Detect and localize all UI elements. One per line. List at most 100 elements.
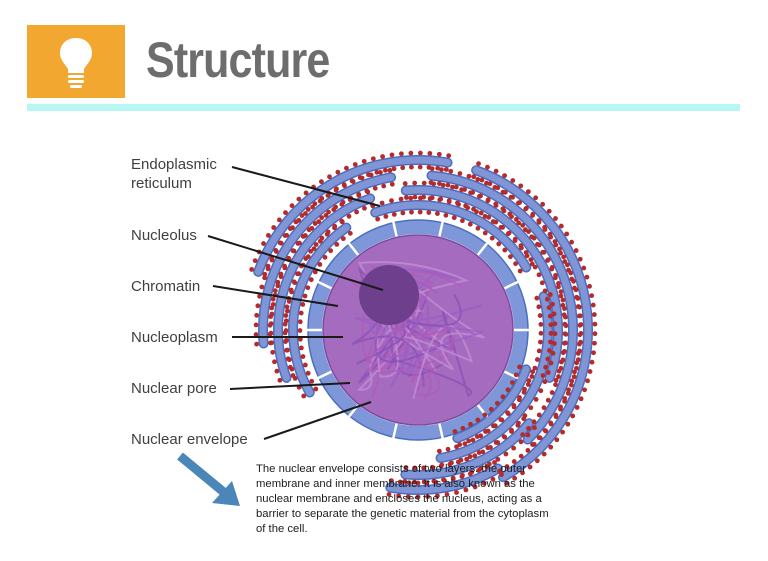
ribosome-dot <box>402 479 408 484</box>
ribosome-dot <box>564 262 570 268</box>
ribosome-dot <box>302 362 308 368</box>
ribosome-dot <box>287 364 293 370</box>
ribosome-dot <box>436 151 442 157</box>
ribosome-dot <box>574 405 580 410</box>
ribosome-dot <box>522 386 528 392</box>
ribosome-dot <box>374 169 380 175</box>
ribosome-dot <box>301 393 307 399</box>
ribosome-dot <box>434 493 440 499</box>
ribosome-dot <box>313 242 319 247</box>
ribosome-dot <box>303 256 309 261</box>
ribosome-dot <box>553 382 558 388</box>
er-cisterna <box>254 156 452 276</box>
ribosome-dot <box>562 306 567 311</box>
ribosome-dot <box>405 494 411 500</box>
ribosome-dot <box>427 150 433 156</box>
leader-lines <box>207 166 384 440</box>
ribosome-dot <box>527 464 533 470</box>
ribosome-dot <box>489 235 495 241</box>
ribosome-dot <box>540 373 546 378</box>
ribosome-dot <box>589 293 595 299</box>
chromatin-strand <box>380 268 459 376</box>
ribosome-dot <box>323 212 329 218</box>
ribosome-dot <box>534 357 540 362</box>
ribosome-dot <box>513 217 519 222</box>
ribosome-dot <box>273 248 279 253</box>
ribosome-dot <box>417 150 423 156</box>
ribosome-dot <box>485 197 491 203</box>
ribosome-dot <box>578 339 583 345</box>
ribosome-dot <box>313 386 319 392</box>
ribosome-dot <box>283 313 289 318</box>
ribosome-dot <box>412 194 418 200</box>
label-nuclear-envelope: Nuclear envelope <box>131 431 248 448</box>
ribosome-dot <box>548 421 554 427</box>
ribosome-dot <box>262 275 268 281</box>
ribosome-dot <box>542 224 547 230</box>
ribosome-dot <box>464 456 470 462</box>
ribosome-dot <box>545 370 551 375</box>
ribosome-dot <box>362 205 367 211</box>
ribosome-dot <box>548 330 554 336</box>
ribosome-dot <box>296 196 302 202</box>
ribosome-dot <box>557 246 562 252</box>
ribosome-dot <box>300 302 306 307</box>
ribosome-dot <box>474 434 480 440</box>
ribosome-dot <box>558 289 564 295</box>
ribosome-dot <box>417 209 423 215</box>
leader-line-chromatin <box>212 285 339 307</box>
ribosome-dot <box>553 377 559 383</box>
ribosome-dot <box>577 256 583 262</box>
ribosome-dot <box>428 180 434 185</box>
ribosome-dot <box>421 465 427 471</box>
ribosome-dot <box>545 356 551 362</box>
ribosome-dot <box>534 295 540 301</box>
ribosome-dot <box>552 321 558 327</box>
ribosome-dot <box>526 229 531 235</box>
ribosome-dot <box>319 215 325 221</box>
ribosome-dot <box>334 186 339 192</box>
ribosome-dot <box>545 397 551 403</box>
ribosome-dot <box>452 429 458 434</box>
ribosome-dot <box>415 494 421 500</box>
ribosome-dot <box>541 249 547 255</box>
ribosome-dot <box>549 390 555 395</box>
ribosome-dot <box>543 428 549 434</box>
ribosome-dot <box>389 478 394 484</box>
ribosome-dot <box>525 382 531 387</box>
ribosome-dot <box>508 254 513 260</box>
ribosome-dot <box>372 185 378 191</box>
ribosome-dot <box>442 478 447 484</box>
lightbulb-icon <box>60 38 92 88</box>
ribosome-dot <box>550 350 556 356</box>
ribosome-dot <box>277 377 283 383</box>
ribosome-dot <box>265 263 271 269</box>
ribosome-dot <box>297 319 303 325</box>
er-cisterna <box>402 186 562 382</box>
ribosome-dot <box>488 445 493 450</box>
ribosome-dot <box>511 459 517 464</box>
ribosome-dot <box>254 341 260 347</box>
ribosome-dot <box>556 374 561 379</box>
ribosome-dot <box>259 284 265 290</box>
ribosome-dot <box>531 441 537 447</box>
ribosome-dot <box>275 283 281 289</box>
ribosome-dot <box>424 480 430 486</box>
ribosome-dot <box>531 419 537 425</box>
ribosome-dot <box>403 465 409 470</box>
ribosome-dot <box>269 305 275 311</box>
ribosome-dot <box>502 189 508 195</box>
ribosome-dot <box>480 449 486 455</box>
ribosome-dot <box>437 181 442 186</box>
nuclear-pore <box>392 423 398 439</box>
ribosome-dot <box>570 413 576 419</box>
ribosome-dot <box>545 257 551 263</box>
ribosome-dot <box>460 218 465 224</box>
er-cisterna <box>437 292 552 462</box>
ribosome-dot <box>558 293 564 299</box>
ribosome-dot <box>520 432 526 438</box>
ribosome-dot <box>502 434 508 440</box>
ribosome-dot <box>525 448 531 453</box>
ribosome-dot <box>523 205 529 211</box>
ribosome-dot <box>521 416 527 422</box>
